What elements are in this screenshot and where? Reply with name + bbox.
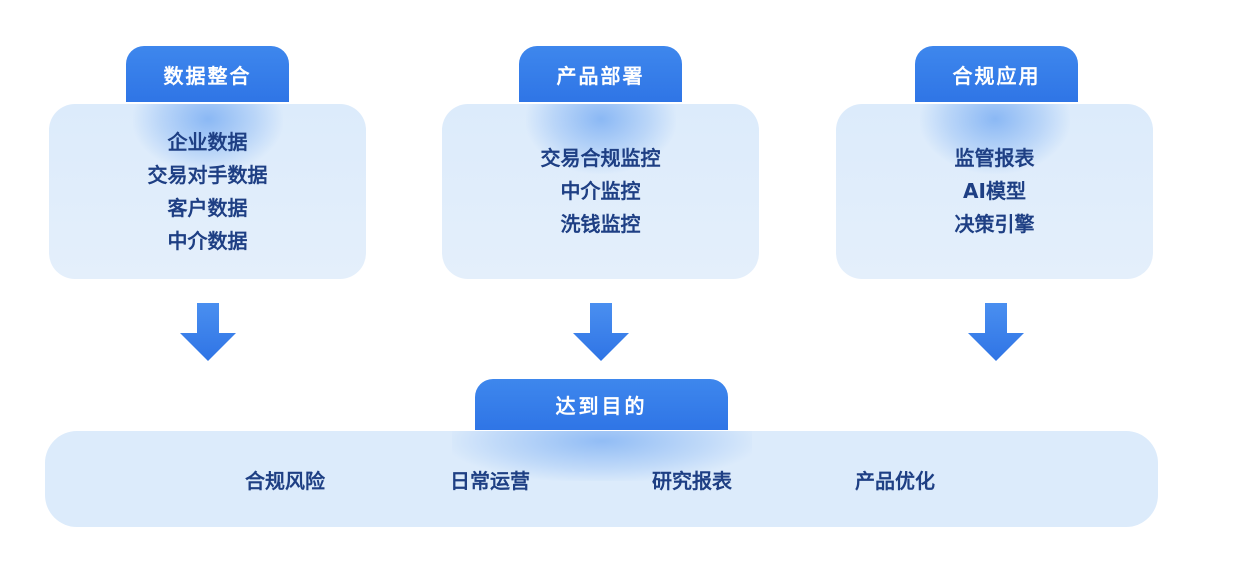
section-header-goal: 达到目的	[475, 379, 728, 430]
down-arrow-icon	[180, 303, 236, 361]
section-header-product-deployment: 产品部署	[519, 46, 682, 102]
list-item: 客户数据	[167, 195, 248, 220]
list-item: 决策引擎	[954, 212, 1035, 236]
list-item: 中介数据	[167, 228, 248, 253]
list-item: 监管报表	[954, 146, 1035, 170]
down-arrow-icon	[968, 303, 1024, 361]
card-data-integration: 企业数据 交易对手数据 客户数据 中介数据	[49, 104, 366, 279]
card-list: 企业数据 交易对手数据 客户数据 中介数据	[49, 104, 366, 279]
goal-item: 研究报表	[652, 469, 732, 493]
down-arrow-icon	[573, 303, 629, 361]
list-item: 企业数据	[167, 129, 248, 154]
section-header-data-integration: 数据整合	[126, 46, 289, 102]
card-list: 监管报表 AI模型 决策引擎	[836, 104, 1153, 279]
list-item: 洗钱监控	[560, 212, 641, 236]
card-compliance-application: 监管报表 AI模型 决策引擎	[836, 104, 1153, 279]
card-product-deployment: 交易合规监控 中介监控 洗钱监控	[442, 104, 759, 279]
list-item: 交易对手数据	[147, 162, 268, 187]
goal-item: 日常运营	[450, 469, 530, 493]
goal-item: 产品优化	[855, 469, 935, 493]
list-item: 中介监控	[560, 179, 641, 203]
goal-item: 合规风险	[245, 469, 325, 493]
section-header-compliance-application: 合规应用	[915, 46, 1078, 102]
list-item: AI模型	[963, 179, 1026, 203]
card-list: 交易合规监控 中介监控 洗钱监控	[442, 104, 759, 279]
list-item: 交易合规监控	[540, 146, 661, 170]
goal-panel	[45, 431, 1158, 527]
